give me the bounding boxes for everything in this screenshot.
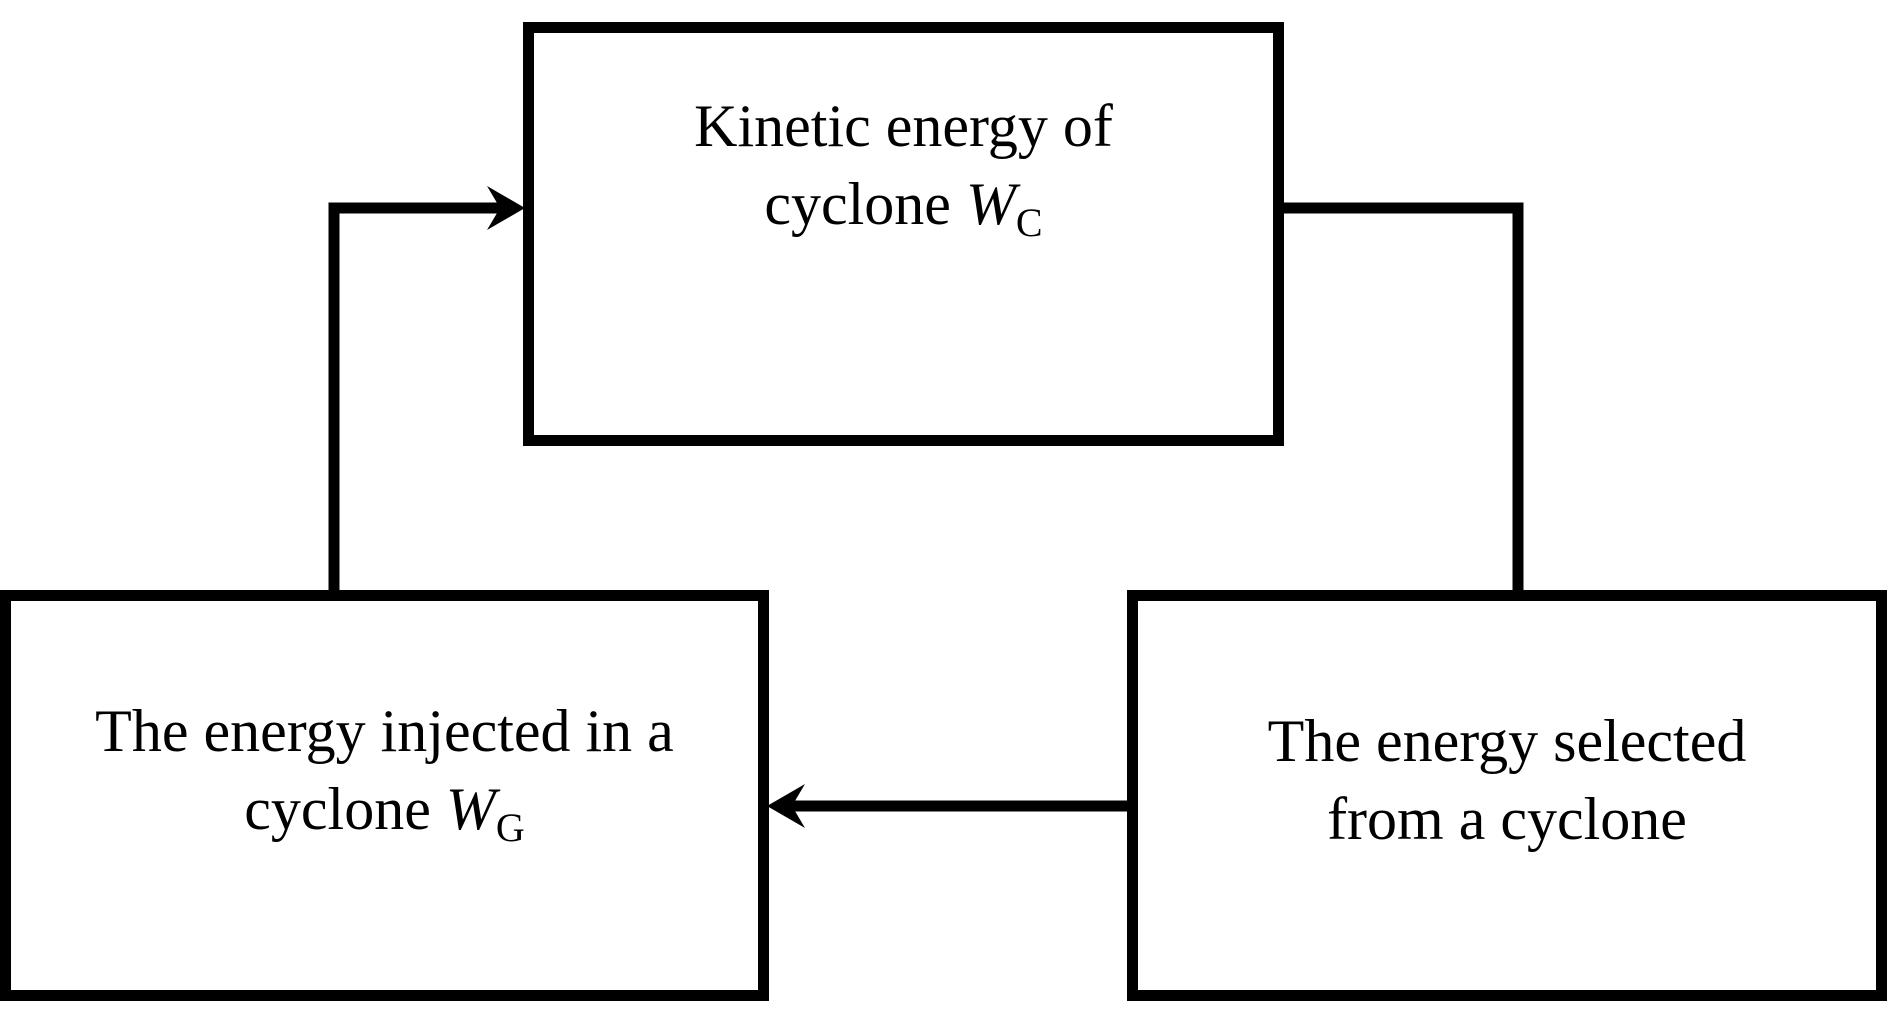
kinetic-energy-line1: Kinetic energy of bbox=[694, 92, 1113, 159]
arrow-injected-to-kinetic bbox=[328, 202, 500, 592]
injected-energy-variable: W bbox=[445, 776, 496, 842]
kinetic-energy-label: Kinetic energy of cyclone WC bbox=[694, 87, 1113, 262]
arrowhead-into-kinetic bbox=[487, 186, 525, 230]
kinetic-energy-line2-text: cyclone bbox=[764, 170, 966, 237]
kinetic-energy-box: Kinetic energy of cyclone WC bbox=[523, 22, 1284, 446]
kinetic-energy-line2: cyclone WC bbox=[694, 165, 1113, 262]
injected-energy-box: The energy injected in a cyclone WG bbox=[0, 590, 769, 1001]
injected-energy-label: The energy injected in a cyclone WG bbox=[95, 692, 674, 867]
selected-energy-line1: The energy selected bbox=[1267, 707, 1747, 774]
injected-energy-subscript: G bbox=[495, 805, 525, 850]
selected-energy-label: The energy selected from a cyclone bbox=[1268, 702, 1747, 858]
kinetic-energy-subscript: C bbox=[1015, 199, 1043, 245]
selected-energy-line2: from a cyclone bbox=[1327, 785, 1687, 852]
line-kinetic-to-selected bbox=[1284, 202, 1524, 592]
injected-energy-line1: The energy injected in a bbox=[95, 698, 674, 764]
arrowhead-into-injected bbox=[767, 784, 805, 828]
selected-energy-box: The energy selected from a cyclone bbox=[1127, 590, 1887, 1001]
injected-energy-line2: cyclone WG bbox=[95, 770, 674, 867]
kinetic-energy-variable: W bbox=[965, 170, 1016, 237]
injected-energy-line2-text: cyclone bbox=[244, 776, 446, 842]
